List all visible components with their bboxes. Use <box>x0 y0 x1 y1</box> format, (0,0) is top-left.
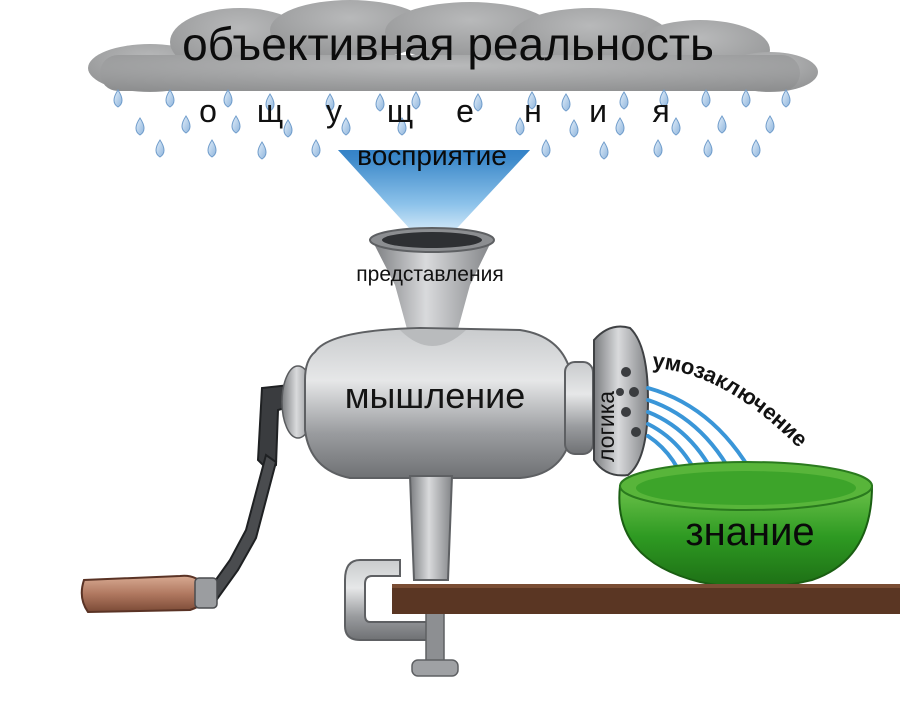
bowl-icon <box>618 461 874 589</box>
rain-drop-icon <box>599 141 609 160</box>
rain-drop-icon <box>765 115 775 134</box>
sensation-letter: щ <box>387 93 413 129</box>
sensation-letter: у <box>326 93 342 129</box>
sensation-letter: щ <box>257 93 283 129</box>
rain-drop-icon <box>781 89 791 108</box>
rain-drop-icon <box>619 91 629 110</box>
grinder-inlet <box>369 227 495 340</box>
rain-drop-icon <box>751 139 761 158</box>
rain-drop-icon <box>527 91 537 110</box>
objective-reality-label: объективная реальность <box>182 18 714 70</box>
rain-drop-icon <box>257 141 267 160</box>
rain-drop-icon <box>569 119 579 138</box>
sensation-letter: е <box>456 93 474 129</box>
rain-drop-icon <box>741 89 751 108</box>
rain-drop-icon <box>659 89 669 108</box>
rain-drop-icon <box>325 93 335 112</box>
knowledge-label: знание <box>685 510 814 554</box>
rain-drop-icon <box>165 89 175 108</box>
rain-drop-icon <box>181 115 191 134</box>
rain-drops <box>113 89 791 160</box>
rain-drop-icon <box>701 89 711 108</box>
meat-grinder-icon <box>203 325 650 677</box>
rain-drop-icon <box>113 89 123 108</box>
rain-drop-icon <box>155 139 165 158</box>
cloud-icon <box>88 0 818 92</box>
logic-label: логика <box>593 391 619 462</box>
crank-handle-icon <box>80 574 218 614</box>
rain-drop-icon <box>223 89 233 108</box>
sensation-letter: н <box>524 93 542 129</box>
rain-drop-icon <box>207 139 217 158</box>
rain-drop-icon <box>473 93 483 112</box>
rain-drop-icon <box>653 139 663 158</box>
rain-drop-icon <box>283 119 293 138</box>
table-icon <box>392 584 900 614</box>
rain-drop-icon <box>135 117 145 136</box>
rain-drop-icon <box>515 117 525 136</box>
rain-drop-icon <box>717 115 727 134</box>
rain-drop-icon <box>411 91 421 110</box>
rain-drop-icon <box>231 115 241 134</box>
rain-drop-icon <box>397 117 407 136</box>
sensation-letter: о <box>199 93 217 129</box>
rain-drop-icon <box>703 139 713 158</box>
sensation-letter: и <box>589 93 607 129</box>
perception-label: восприятие <box>357 140 507 171</box>
rain-drop-icon <box>541 139 551 158</box>
sensation-letter: я <box>652 93 669 129</box>
rain-drop-icon <box>265 93 275 112</box>
rain-drop-icon <box>341 117 351 136</box>
rain-drop-icon <box>671 117 681 136</box>
thinking-label: мышление <box>345 375 526 416</box>
rain-drop-icon <box>615 117 625 136</box>
representations-label: представления <box>356 263 503 286</box>
funnel-icon <box>338 150 530 240</box>
rain-drop-icon <box>311 139 321 158</box>
rain-drop-icon <box>375 93 385 112</box>
rain-drop-icon <box>561 93 571 112</box>
